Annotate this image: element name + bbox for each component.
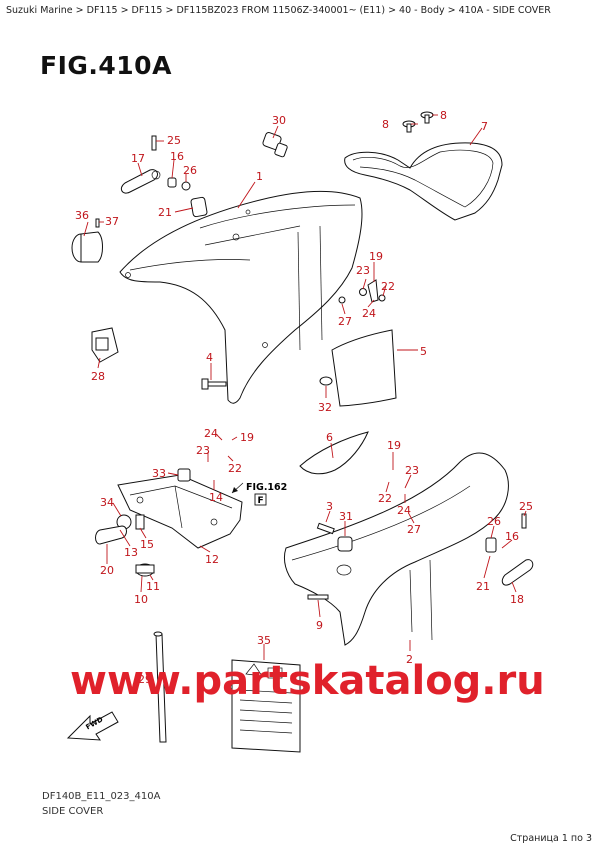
part-9-bolt: [307, 594, 329, 600]
fig-reference-box: [254, 493, 267, 506]
figure-title: FIG.410A: [40, 51, 172, 80]
callout-30[interactable]: 30: [272, 114, 286, 127]
callout-2[interactable]: 2: [406, 653, 413, 666]
part-19-bracket-upper: [338, 279, 386, 304]
callout-22[interactable]: 22: [228, 462, 242, 475]
callout-7[interactable]: 7: [481, 120, 488, 133]
watermark: www.partskatalog.ru: [70, 658, 545, 704]
callout-3[interactable]: 3: [326, 500, 333, 513]
part-2-lower-side-cover: [283, 452, 509, 646]
part-20-latch: [95, 525, 127, 545]
leader-lines: [83, 114, 527, 680]
part-32-cap: [319, 376, 333, 386]
callout-16[interactable]: 16: [170, 150, 184, 163]
callout-10[interactable]: 10: [134, 593, 148, 606]
part-35-caution-label: [231, 659, 301, 753]
callout-16[interactable]: 16: [505, 530, 519, 543]
callout-19[interactable]: 19: [369, 250, 383, 263]
breadcrumb: Suzuki Marine > DF115 > DF115 > DF115BZ0…: [6, 5, 551, 16]
callout-31[interactable]: 31: [339, 510, 353, 523]
callout-22[interactable]: 22: [381, 280, 395, 293]
part-7-seal: [344, 142, 503, 221]
part-29-strap: [153, 631, 167, 743]
callout-37[interactable]: 37: [105, 215, 119, 228]
callout-14[interactable]: 14: [209, 491, 223, 504]
callout-24[interactable]: 24: [397, 504, 411, 517]
fwd-arrow-icon: FWD: [66, 711, 119, 741]
callout-25[interactable]: 25: [167, 134, 181, 147]
callout-15[interactable]: 15: [140, 538, 154, 551]
callout-17[interactable]: 17: [131, 152, 145, 165]
callout-11[interactable]: 11: [146, 580, 160, 593]
part-36-grommet: [71, 218, 103, 263]
part-28-connector: [91, 327, 119, 363]
callout-1[interactable]: 1: [256, 170, 263, 183]
callout-19[interactable]: 19: [240, 431, 254, 444]
part-1-upper-side-cover: [119, 190, 363, 404]
callout-28[interactable]: 28: [91, 370, 105, 383]
callout-33[interactable]: 33: [152, 467, 166, 480]
callout-25[interactable]: 25: [519, 500, 533, 513]
part-33-spring: [177, 468, 191, 482]
callout-36[interactable]: 36: [75, 209, 89, 222]
callout-8[interactable]: 8: [382, 118, 389, 131]
part-10-knob: [135, 563, 155, 577]
part-30-grommet: [262, 132, 288, 158]
part-5-plate: [331, 329, 397, 407]
part-17-latch: [120, 135, 191, 194]
fig-reference-arrowhead: [232, 487, 238, 493]
part-21-clip: [190, 196, 208, 218]
callout-20[interactable]: 20: [100, 564, 114, 577]
part-31-cap: [337, 536, 353, 552]
callout-23[interactable]: 23: [356, 264, 370, 277]
part-6-plate: [299, 431, 369, 475]
part-3-screw: [316, 522, 335, 535]
callout-13[interactable]: 13: [124, 546, 138, 559]
callout-8[interactable]: 8: [440, 109, 447, 122]
callout-19[interactable]: 19: [387, 439, 401, 452]
page-indicator: Страница 1 по 3: [510, 833, 592, 844]
callout-21[interactable]: 21: [158, 206, 172, 219]
part-8-screws: [402, 111, 434, 133]
callout-24[interactable]: 24: [204, 427, 218, 440]
callout-6[interactable]: 6: [326, 431, 333, 444]
callout-9[interactable]: 9: [316, 619, 323, 632]
callout-27[interactable]: 27: [338, 315, 352, 328]
callout-22[interactable]: 22: [378, 492, 392, 505]
callout-24[interactable]: 24: [362, 307, 376, 320]
fig-reference-letter: F: [258, 496, 264, 506]
callout-26[interactable]: 26: [183, 164, 197, 177]
callout-29[interactable]: 29: [138, 673, 152, 686]
callout-21[interactable]: 21: [476, 580, 490, 593]
callout-23[interactable]: 23: [405, 464, 419, 477]
callout-26[interactable]: 26: [487, 515, 501, 528]
fig-reference[interactable]: FIG.162 F: [231, 482, 287, 506]
part-12-bracket: [117, 474, 243, 549]
callout-34[interactable]: 34: [100, 496, 114, 509]
callout-5[interactable]: 5: [420, 345, 427, 358]
fig-reference-label[interactable]: FIG.162: [246, 482, 287, 493]
footer-caption: SIDE COVER: [42, 806, 104, 817]
callout-labels: 30 8 8 7 25 17 16 26 1 36 37 21 19 23 22…: [75, 109, 533, 686]
callout-35[interactable]: 35: [257, 634, 271, 647]
part-15-pin: [135, 514, 145, 530]
callout-23[interactable]: 23: [196, 444, 210, 457]
part-18-latch: [485, 513, 534, 586]
callout-32[interactable]: 32: [318, 401, 332, 414]
footer-code: DF140B_E11_023_410A: [42, 791, 161, 802]
callout-4[interactable]: 4: [206, 351, 213, 364]
part-4-bolt: [201, 378, 227, 390]
callout-18[interactable]: 18: [510, 593, 524, 606]
callout-27[interactable]: 27: [407, 523, 421, 536]
callout-12[interactable]: 12: [205, 553, 219, 566]
